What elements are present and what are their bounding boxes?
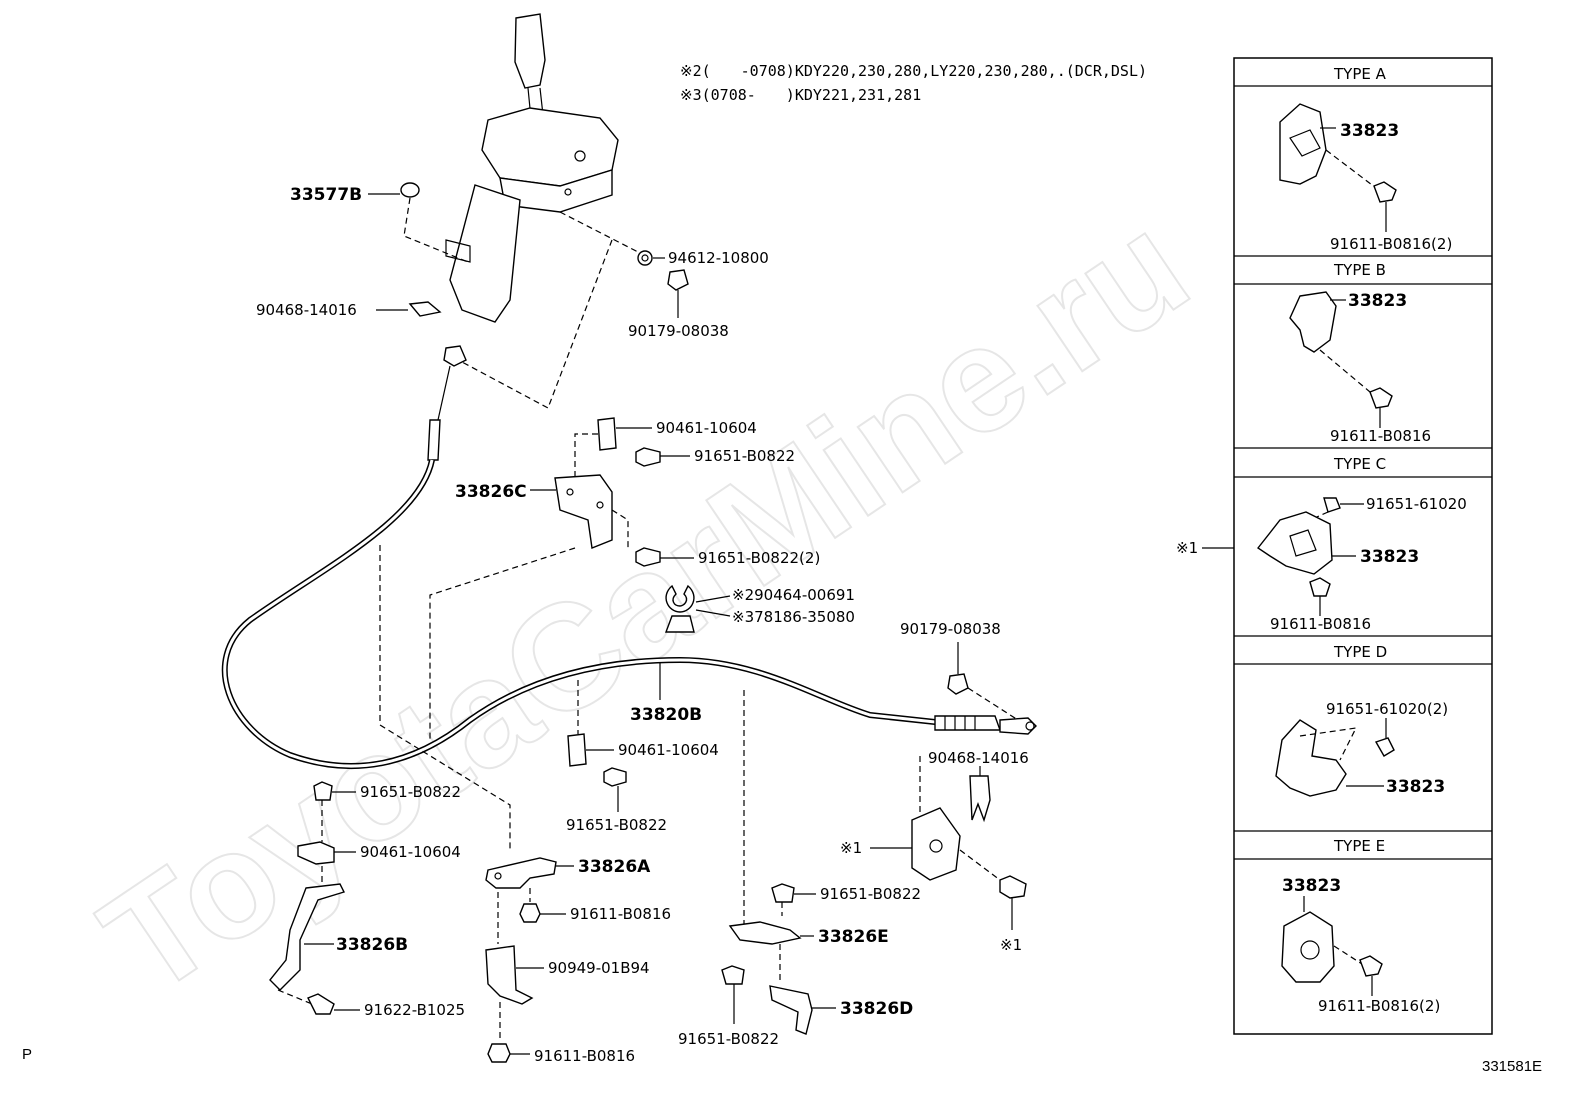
type-d-part: 33823 bbox=[1386, 777, 1445, 797]
callout-33826c: 33826C bbox=[455, 482, 527, 502]
callout-91651-b0822-left: 91651-B0822 bbox=[360, 783, 461, 801]
callout-91651-b0822-right-lower: 91651-B0822 bbox=[678, 1030, 779, 1048]
callout-91651-b0822-2: 91651-B0822(2) bbox=[698, 549, 820, 567]
type-e-part: 33823 bbox=[1282, 876, 1341, 896]
callout-90461-10604-upper: 90461-10604 bbox=[656, 419, 757, 437]
note-line-2: ※3(0708- )KDY221,231,281 bbox=[680, 86, 921, 104]
callout-91622-b1025: 91622-B1025 bbox=[364, 1001, 465, 1019]
callout-90468-14016-lower: 90468-14016 bbox=[928, 749, 1029, 767]
callout-33577b: 33577B bbox=[290, 185, 362, 205]
bolt-91651-b0822-right-upper bbox=[771, 883, 816, 916]
type-c-part: 33823 bbox=[1360, 547, 1419, 567]
clamp-90461-10604-middle bbox=[567, 680, 614, 767]
callout-91611-b0816-lower: 91611-B0816 bbox=[534, 1047, 635, 1065]
bracket-ref-1 bbox=[870, 807, 1001, 881]
type-d-fastener: 91651-61020(2) bbox=[1326, 700, 1448, 718]
type-d-title: TYPE D bbox=[1333, 643, 1387, 661]
bracket-33826e bbox=[728, 921, 814, 984]
callout-90461-10604-left: 90461-10604 bbox=[360, 843, 461, 861]
type-d-bracket bbox=[1275, 718, 1395, 797]
callout-90949-01b94: 90949-01B94 bbox=[548, 959, 650, 977]
callout-78186-35080: ※378186-35080 bbox=[732, 608, 855, 626]
type-a-bracket bbox=[1279, 103, 1397, 232]
type-b-fastener: 91611-B0816 bbox=[1330, 427, 1431, 445]
nut-94612-10800 bbox=[559, 211, 665, 266]
callout-33826b: 33826B bbox=[336, 935, 408, 955]
type-c-fastener-2: 91651-61020 bbox=[1366, 495, 1467, 513]
type-c-bracket bbox=[1256, 497, 1364, 616]
bracket-33826b bbox=[269, 883, 345, 1005]
nut-90179-08038-upper bbox=[667, 269, 689, 318]
nut-90179-08038-lower bbox=[947, 642, 1019, 721]
callout-ref-1-left: ※1 bbox=[840, 839, 862, 857]
callout-90179-08038-upper: 90179-08038 bbox=[628, 322, 729, 340]
type-e-fastener: 91611-B0816(2) bbox=[1318, 997, 1440, 1015]
note-line-1: ※2( -0708)KDY220,230,280,LY220,230,280,.… bbox=[680, 62, 1147, 80]
callout-91651-b0822-upper: 91651-B0822 bbox=[694, 447, 795, 465]
type-e-bracket bbox=[1281, 896, 1383, 996]
bolt-91651-b0822-right-lower bbox=[721, 965, 745, 1024]
callout-90461-10604-middle: 90461-10604 bbox=[618, 741, 719, 759]
callout-94612-10800: 94612-10800 bbox=[668, 249, 769, 267]
type-c-title: TYPE C bbox=[1333, 455, 1386, 473]
bolt-91651-b0822-upper bbox=[635, 447, 690, 467]
callout-90468-14016-upper: 90468-14016 bbox=[256, 301, 357, 319]
type-panel bbox=[1202, 57, 1493, 1035]
bracket-33826a bbox=[485, 857, 574, 944]
type-panel-ref: ※1 bbox=[1176, 539, 1198, 557]
cap-33577b bbox=[368, 182, 469, 263]
type-b-part: 33823 bbox=[1348, 291, 1407, 311]
callout-33826e: 33826E bbox=[818, 927, 889, 947]
bolt-91651-b0822-middle bbox=[603, 767, 627, 812]
clip-90949-01b94 bbox=[485, 945, 544, 1040]
type-e-title: TYPE E bbox=[1333, 837, 1385, 855]
type-b-bracket bbox=[1289, 291, 1393, 428]
bolt-91651-b0822-2 bbox=[635, 547, 694, 567]
bolt-91611-b0816-upper bbox=[519, 903, 566, 923]
watermark: ToyotaCarMine.ru bbox=[74, 180, 1216, 1026]
clamp-90461-10604-left bbox=[297, 841, 356, 884]
bolt-91611-b0816-lower bbox=[487, 1043, 530, 1063]
callout-91651-b0822-right-upper: 91651-B0822 bbox=[820, 885, 921, 903]
clip-90468-14016-lower bbox=[919, 756, 991, 823]
type-a-part: 33823 bbox=[1340, 121, 1399, 141]
bolt-91622-b1025 bbox=[307, 993, 360, 1015]
bracket-33826d bbox=[769, 985, 836, 1035]
clip-90468-14016-upper bbox=[376, 301, 442, 317]
type-a-title: TYPE A bbox=[1333, 65, 1387, 83]
callout-91611-b0816-upper: 91611-B0816 bbox=[570, 905, 671, 923]
bracket-33826c bbox=[379, 433, 629, 850]
callout-33826d: 33826D bbox=[840, 999, 913, 1019]
callout-90464-00691: ※290464-00691 bbox=[732, 586, 855, 604]
clamp-90461-10604-upper bbox=[597, 417, 652, 451]
type-c-fastener: 91611-B0816 bbox=[1270, 615, 1371, 633]
cable-33820b bbox=[221, 345, 1037, 769]
bolt-91651-b0822-left bbox=[313, 781, 356, 842]
type-b-title: TYPE B bbox=[1333, 261, 1386, 279]
shift-lever-assembly bbox=[445, 13, 619, 323]
clip-90464-00691 bbox=[664, 584, 731, 633]
figure-code: 331581E bbox=[1482, 1058, 1543, 1075]
bolt-ref-1 bbox=[999, 875, 1027, 930]
callout-33820b: 33820B bbox=[630, 705, 702, 725]
type-a-fastener: 91611-B0816(2) bbox=[1330, 235, 1452, 253]
callout-91651-b0822-middle: 91651-B0822 bbox=[566, 816, 667, 834]
callout-33826a: 33826A bbox=[578, 857, 651, 877]
callout-ref-1-bottom: ※1 bbox=[1000, 936, 1022, 954]
callout-90179-08038-lower: 90179-08038 bbox=[900, 620, 1001, 638]
corner-left-mark: P bbox=[22, 1046, 33, 1063]
